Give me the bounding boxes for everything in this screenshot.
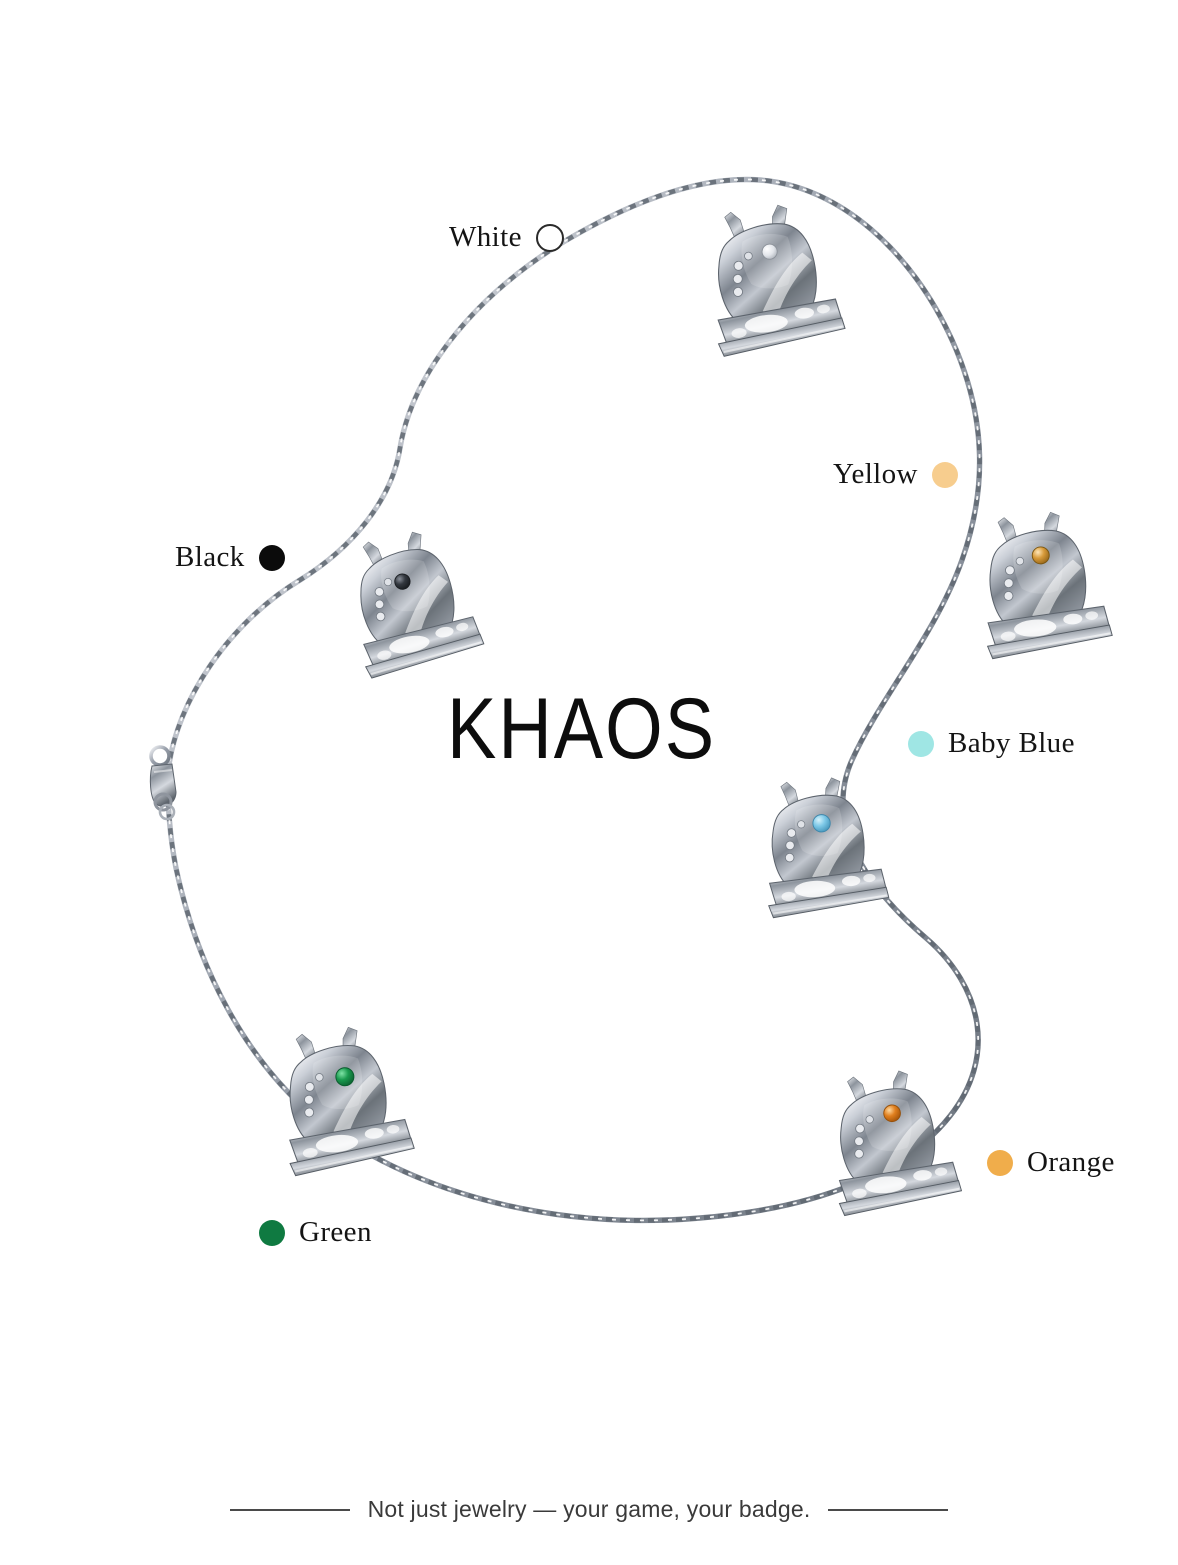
swatch-label-baby-blue[interactable]: Baby Blue	[908, 727, 1075, 760]
lobster-clasp	[149, 745, 177, 821]
charm-orange	[827, 1065, 964, 1217]
swatch-label-white[interactable]: White	[449, 221, 564, 254]
brand-wordmark: KHAOS	[447, 680, 717, 777]
swatch-label-yellow-text: Yellow	[833, 458, 918, 490]
swatch-dot-green-icon	[259, 1219, 285, 1246]
swatch-dot-baby-blue-icon	[908, 730, 934, 757]
swatch-label-black[interactable]: Black	[175, 541, 285, 574]
charm-baby-blue	[761, 774, 891, 919]
charm-black	[343, 522, 488, 680]
swatch-label-orange[interactable]: Orange	[987, 1146, 1115, 1179]
swatch-dot-black-icon	[258, 544, 285, 571]
charm-yellow	[977, 507, 1115, 661]
swatch-dot-white-icon	[535, 223, 564, 252]
swatch-label-yellow[interactable]: Yellow	[833, 458, 958, 491]
swatch-label-baby-blue-text: Baby Blue	[948, 727, 1075, 759]
swatch-dot-orange-icon	[987, 1149, 1013, 1176]
footer-rule-left	[229, 1508, 350, 1511]
footer-tagline: Not just jewelry — your game, your badge…	[367, 1496, 811, 1522]
charm-green	[275, 1020, 417, 1178]
charm-white	[703, 198, 848, 358]
footer-rule-right	[828, 1508, 949, 1511]
swatch-label-white-text: White	[449, 221, 522, 253]
swatch-label-green[interactable]: Green	[259, 1216, 372, 1249]
footer: Not just jewelry — your game, your badge…	[0, 1496, 1178, 1523]
swatch-dot-yellow-icon	[931, 461, 958, 488]
swatch-label-orange-text: Orange	[1027, 1146, 1115, 1178]
swatch-label-black-text: Black	[175, 541, 245, 573]
swatch-label-green-text: Green	[299, 1216, 372, 1248]
